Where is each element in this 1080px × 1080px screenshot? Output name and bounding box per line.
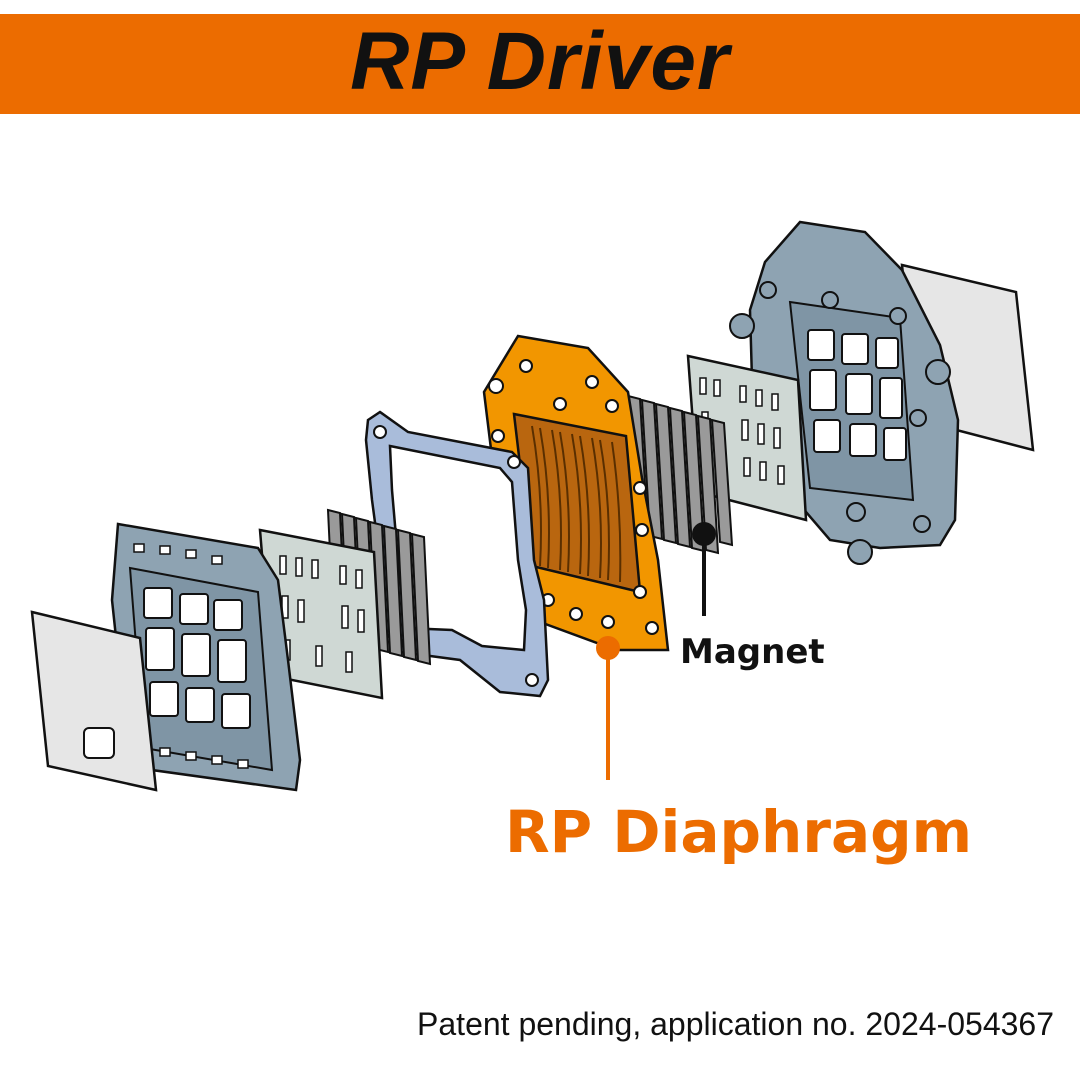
page-title: RP Driver bbox=[350, 16, 730, 107]
magnet-callout bbox=[692, 522, 716, 616]
diaphragm-label: RP Diaphragm bbox=[505, 798, 973, 866]
diaphragm-callout bbox=[596, 636, 620, 780]
front-cover-sheet bbox=[30, 610, 158, 792]
front-plate bbox=[258, 528, 384, 700]
title-banner: RP Driver bbox=[0, 14, 1080, 114]
magnet-label: Magnet bbox=[680, 632, 825, 672]
exploded-driver-diagram bbox=[30, 220, 1035, 792]
patent-notice: Patent pending, application no. 2024-054… bbox=[417, 1006, 1054, 1042]
rear-magnets bbox=[626, 394, 734, 555]
